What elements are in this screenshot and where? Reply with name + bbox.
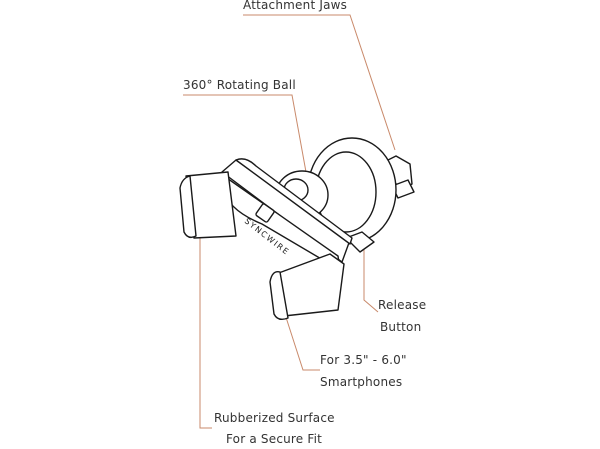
leader-rotating-ball (183, 94, 307, 173)
back-disc-shape (307, 137, 397, 243)
label-rubberized-line1: Rubberized Surface (214, 411, 335, 425)
logo-mark (255, 203, 275, 223)
leader-sizes (282, 307, 320, 371)
label-rotating-ball: 360° Rotating Ball (183, 78, 296, 92)
leader-attachment-jaws (243, 14, 396, 151)
cradle-body-shape (221, 158, 353, 271)
label-attachment-jaws: Attachment Jaws (243, 0, 348, 12)
label-release-line1: Release (378, 298, 427, 312)
upper-grip-shape (179, 171, 237, 239)
leader-release-button (363, 250, 379, 313)
leader-lines (183, 14, 396, 429)
lower-grip-shape (269, 253, 345, 321)
label-sizes-line1: For 3.5" - 6.0" (320, 353, 407, 367)
release-button-shape (345, 231, 375, 253)
mount-drawing: SYNCWIRE (179, 137, 415, 321)
label-rubberized-line2: For a Secure Fit (226, 432, 323, 446)
leader-rubberized (199, 218, 212, 429)
label-sizes-line2: Smartphones (320, 375, 403, 389)
label-release-line2: Button (380, 320, 422, 334)
